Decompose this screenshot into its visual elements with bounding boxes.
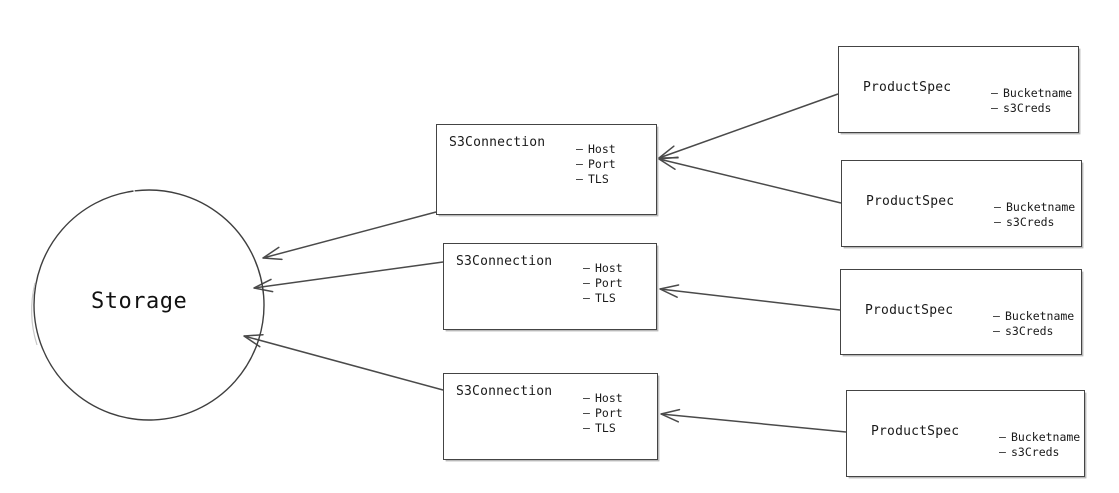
attribute-label: s3Creds [1006, 215, 1055, 229]
bullet-dash-icon: – [994, 200, 1001, 214]
bullet-dash-icon: – [576, 142, 583, 156]
attribute-label: s3Creds [1011, 445, 1060, 459]
attribute-label: TLS [595, 291, 616, 305]
product-spec-attributes: –Bucketname–s3Creds [994, 200, 1075, 230]
s3-connection-box-2[interactable]: S3Connection–Host–Port–TLS [443, 243, 657, 330]
bullet-dash-icon: – [583, 291, 590, 305]
attribute-label: Port [588, 157, 616, 171]
bullet-dash-icon: – [999, 445, 1006, 459]
s3-connection-box-3[interactable]: S3Connection–Host–Port–TLS [443, 373, 658, 460]
attribute-label: s3Creds [1003, 101, 1052, 115]
bullet-dash-icon: – [999, 430, 1006, 444]
bullet-dash-icon: – [576, 172, 583, 186]
attribute-item: –Host [583, 391, 623, 406]
arrow-spec4-to-conn3 [660, 408, 847, 433]
s3-connection-title: S3Connection [456, 254, 553, 269]
product-spec-title: ProductSpec [871, 424, 960, 439]
attribute-label: Host [588, 142, 616, 156]
attribute-label: Bucketname [1005, 309, 1075, 323]
attribute-label: Host [595, 261, 623, 275]
attribute-item: –TLS [583, 291, 623, 306]
attribute-item: –s3Creds [993, 324, 1074, 339]
attribute-item: –Port [583, 276, 623, 291]
bullet-dash-icon: – [583, 391, 590, 405]
attribute-item: –Host [583, 261, 623, 276]
product-spec-box-2[interactable]: ProductSpec –Bucketname–s3Creds [841, 160, 1082, 247]
bullet-dash-icon: – [583, 406, 590, 420]
attribute-item: –Port [583, 406, 623, 421]
attribute-item: –Bucketname [991, 86, 1072, 101]
attribute-label: Host [595, 391, 623, 405]
arrow-spec2-to-conn1 [658, 156, 842, 204]
bullet-dash-icon: – [576, 157, 583, 171]
attribute-item: –Bucketname [993, 309, 1074, 324]
attribute-label: Port [595, 406, 623, 420]
s3-connection-attributes: –Host–Port–TLS [583, 261, 623, 306]
attribute-label: Bucketname [1003, 86, 1073, 100]
storage-label: Storage [91, 289, 188, 314]
attribute-item: –s3Creds [994, 215, 1075, 230]
product-spec-title: ProductSpec [863, 80, 952, 95]
attribute-label: TLS [595, 421, 616, 435]
bullet-dash-icon: – [583, 421, 590, 435]
product-spec-box-1[interactable]: ProductSpec –Bucketname–s3Creds [838, 46, 1079, 133]
s3-connection-box-1[interactable]: S3Connection–Host–Port–TLS [436, 124, 657, 215]
attribute-item: –Host [576, 142, 616, 157]
s3-connection-attributes: –Host–Port–TLS [583, 391, 623, 436]
s3-connection-title: S3Connection [456, 384, 553, 399]
s3-connection-title: S3Connection [449, 135, 546, 150]
attribute-item: –s3Creds [999, 445, 1080, 460]
arrow-conn2-to-storage [253, 261, 444, 293]
s3-connection-attributes: –Host–Port–TLS [576, 142, 616, 187]
attribute-label: Bucketname [1011, 430, 1081, 444]
product-spec-attributes: –Bucketname–s3Creds [993, 309, 1074, 339]
bullet-dash-icon: – [583, 276, 590, 290]
attribute-label: s3Creds [1005, 324, 1054, 338]
product-spec-title: ProductSpec [866, 194, 955, 209]
bullet-dash-icon: – [991, 86, 998, 100]
bullet-dash-icon: – [583, 261, 590, 275]
attribute-label: TLS [588, 172, 609, 186]
attribute-item: –TLS [576, 172, 616, 187]
product-spec-box-3[interactable]: ProductSpec –Bucketname–s3Creds [840, 269, 1082, 355]
attribute-label: Bucketname [1006, 200, 1076, 214]
arrow-spec3-to-conn2 [659, 284, 841, 311]
product-spec-title: ProductSpec [865, 303, 954, 318]
attribute-item: –TLS [583, 421, 623, 436]
bullet-dash-icon: – [993, 309, 1000, 323]
bullet-dash-icon: – [991, 101, 998, 115]
product-spec-attributes: –Bucketname–s3Creds [999, 430, 1080, 460]
arrow-conn1-to-storage [262, 211, 437, 261]
product-spec-box-4[interactable]: ProductSpec –Bucketname–s3Creds [846, 390, 1085, 477]
arrow-conn3-to-storage [243, 334, 444, 391]
attribute-label: Port [595, 276, 623, 290]
product-spec-attributes: –Bucketname–s3Creds [991, 86, 1072, 116]
attribute-item: –Bucketname [999, 430, 1080, 445]
bullet-dash-icon: – [994, 215, 1001, 229]
bullet-dash-icon: – [993, 324, 1000, 338]
attribute-item: –Port [576, 157, 616, 172]
attribute-item: –s3Creds [991, 101, 1072, 116]
attribute-item: –Bucketname [994, 200, 1075, 215]
